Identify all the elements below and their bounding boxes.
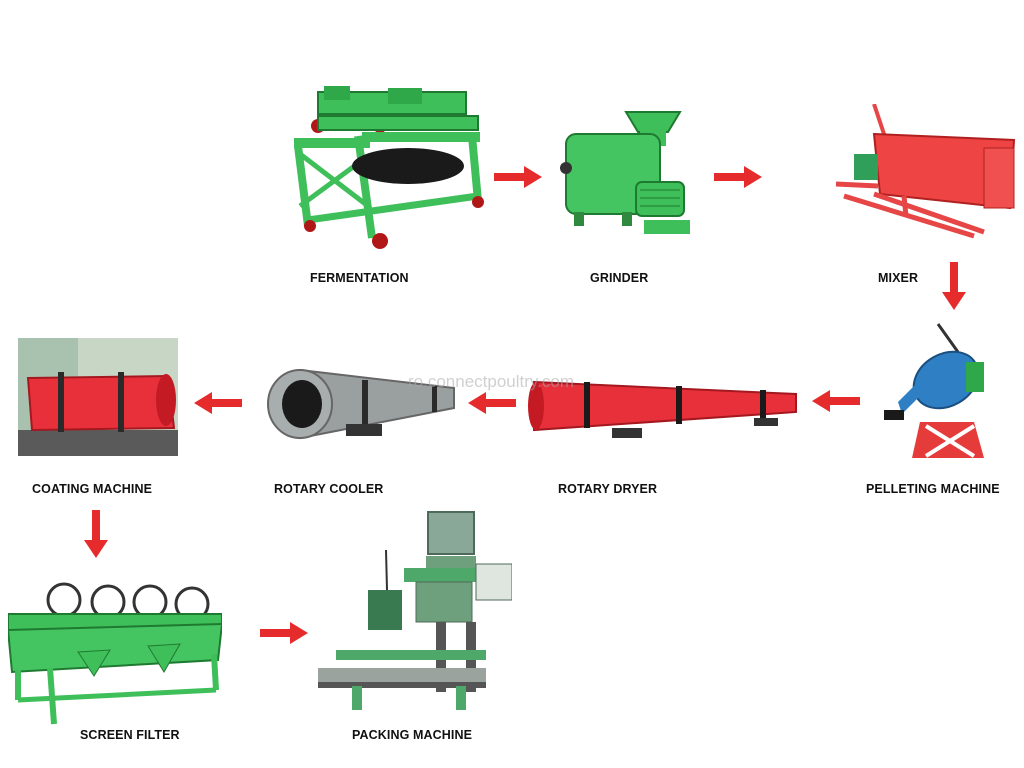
screen-filter-machine-icon (8, 580, 222, 726)
step-label-rotary-dryer: ROTARY DRYER (558, 482, 658, 496)
rotary-dryer-icon (528, 372, 800, 444)
step-label-coating: COATING MACHINE (32, 482, 153, 496)
arrow-right-icon (260, 622, 308, 644)
step-label-fermentation: FERMENTATION (310, 271, 409, 285)
arrow-left-icon (468, 392, 516, 414)
arrow-right-icon (714, 166, 762, 188)
rotary-cooler-icon (266, 366, 460, 442)
step-label-screen-filter: SCREEN FILTER (80, 728, 180, 742)
step-label-pelleting: PELLETING MACHINE (866, 482, 1000, 496)
arrow-left-icon (812, 390, 860, 412)
packing-machine-icon (316, 510, 512, 716)
step-label-packing: PACKING MACHINE (352, 728, 473, 742)
arrow-down-icon (942, 262, 966, 310)
arrow-down-icon (84, 510, 108, 558)
arrow-right-icon (494, 166, 542, 188)
coating-machine-icon (18, 338, 178, 456)
watermark-text: ro.connectpoultry.com (408, 372, 574, 391)
arrow-left-icon (194, 392, 242, 414)
step-label-mixer: MIXER (878, 271, 919, 285)
mixer-machine-icon (834, 104, 1022, 244)
grinder-machine-icon (560, 108, 692, 246)
step-label-grinder: GRINDER (590, 271, 649, 285)
pelleting-machine-icon (878, 322, 990, 460)
fermentation-turner-machine-icon (288, 86, 488, 254)
step-label-rotary-cooler: ROTARY COOLER (274, 482, 384, 496)
